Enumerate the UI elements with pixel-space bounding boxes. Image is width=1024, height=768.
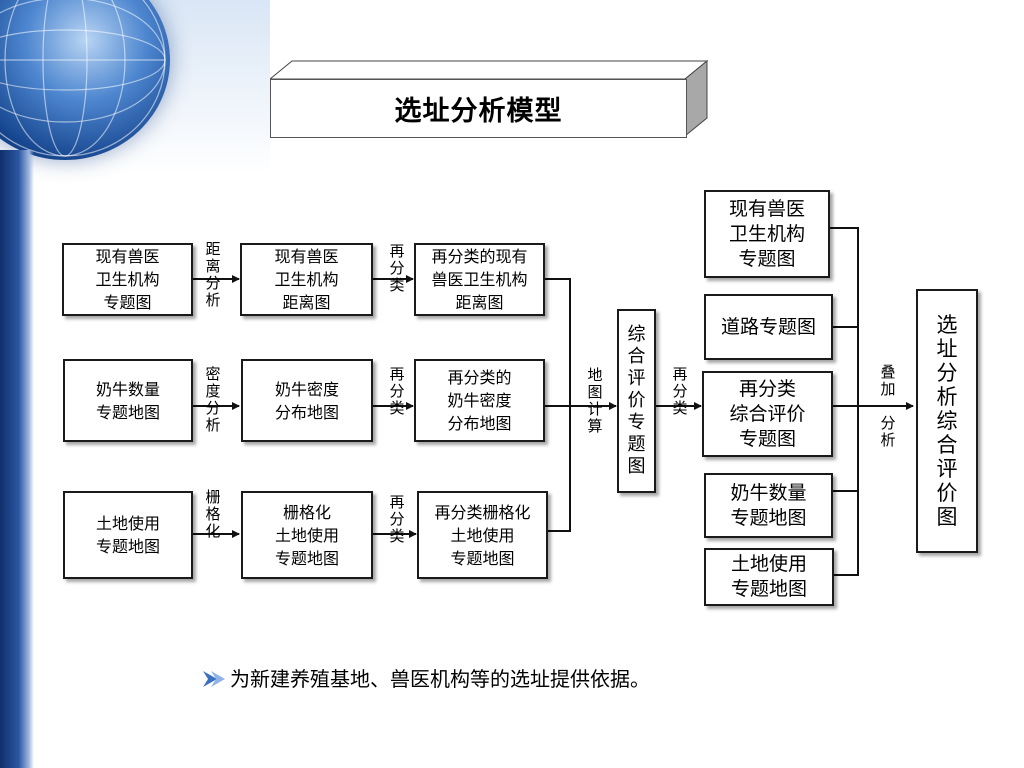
label-overlay-analysis: 叠 加 分 析: [880, 363, 896, 449]
box-vet-thematic-map: 现有兽医 卫生机构 专题图: [62, 243, 193, 316]
box-vet-thematic-map-overlay: 现有兽医 卫生机构 专题图: [704, 190, 830, 278]
footer-text: 为新建养殖基地、兽医机构等的选址提供依据。: [230, 667, 650, 691]
page-title: 选址分析模型: [270, 79, 687, 138]
footer-note: 为新建养殖基地、兽医机构等的选址提供依据。: [203, 664, 650, 694]
box-reclassified-evaluation-map: 再分类 综合评价 专题图: [702, 371, 833, 457]
background-side-strip: [0, 150, 34, 768]
box-rasterized-land-map: 栅格化 土地使用 专题地图: [241, 491, 373, 579]
box-reclassified-cow-density-map: 再分类的 奶牛密度 分布地图: [414, 359, 545, 442]
arrow-bullet-icon: [203, 671, 225, 687]
box-road-map: 道路专题图: [704, 294, 833, 360]
box-site-selection-final-map: 选 址 分 析 综 合 评 价 图: [916, 289, 978, 553]
label-density-analysis: 密 度 分 析: [205, 365, 221, 434]
label-reclassify-1: 再 分 类: [389, 242, 405, 294]
box-reclassified-rasterized-land-map: 再分类栅格化 土地使用 专题地图: [417, 491, 548, 579]
title-box: 选址分析模型: [270, 60, 710, 138]
label-rasterize: 栅 格 化: [205, 488, 221, 540]
label-reclassify-eval: 再 分 类: [672, 365, 688, 417]
label-distance-analysis: 距 离 分 析: [205, 240, 221, 309]
globe-grid-lines: [0, 0, 166, 157]
label-reclassify-2: 再 分 类: [389, 365, 405, 417]
box-cow-count-map: 奶牛数量 专题地图: [63, 359, 193, 442]
label-reclassify-3: 再 分 类: [389, 493, 405, 545]
box-vet-distance-map: 现有兽医 卫生机构 距离图: [240, 243, 373, 316]
label-map-calculation: 地 图 计 算: [587, 366, 603, 435]
box-cow-count-map-overlay: 奶牛数量 专题地图: [704, 473, 833, 538]
box-comprehensive-evaluation-map: 综 合 评 价 专 题 图: [617, 309, 656, 493]
box-reclassified-vet-distance-map: 再分类的现有 兽医卫生机构 距离图: [414, 243, 545, 316]
box-land-use-map: 土地使用 专题地图: [63, 491, 193, 579]
box-cow-density-map: 奶牛密度 分布地图: [241, 359, 373, 442]
box-land-use-map-overlay: 土地使用 专题地图: [704, 548, 834, 606]
